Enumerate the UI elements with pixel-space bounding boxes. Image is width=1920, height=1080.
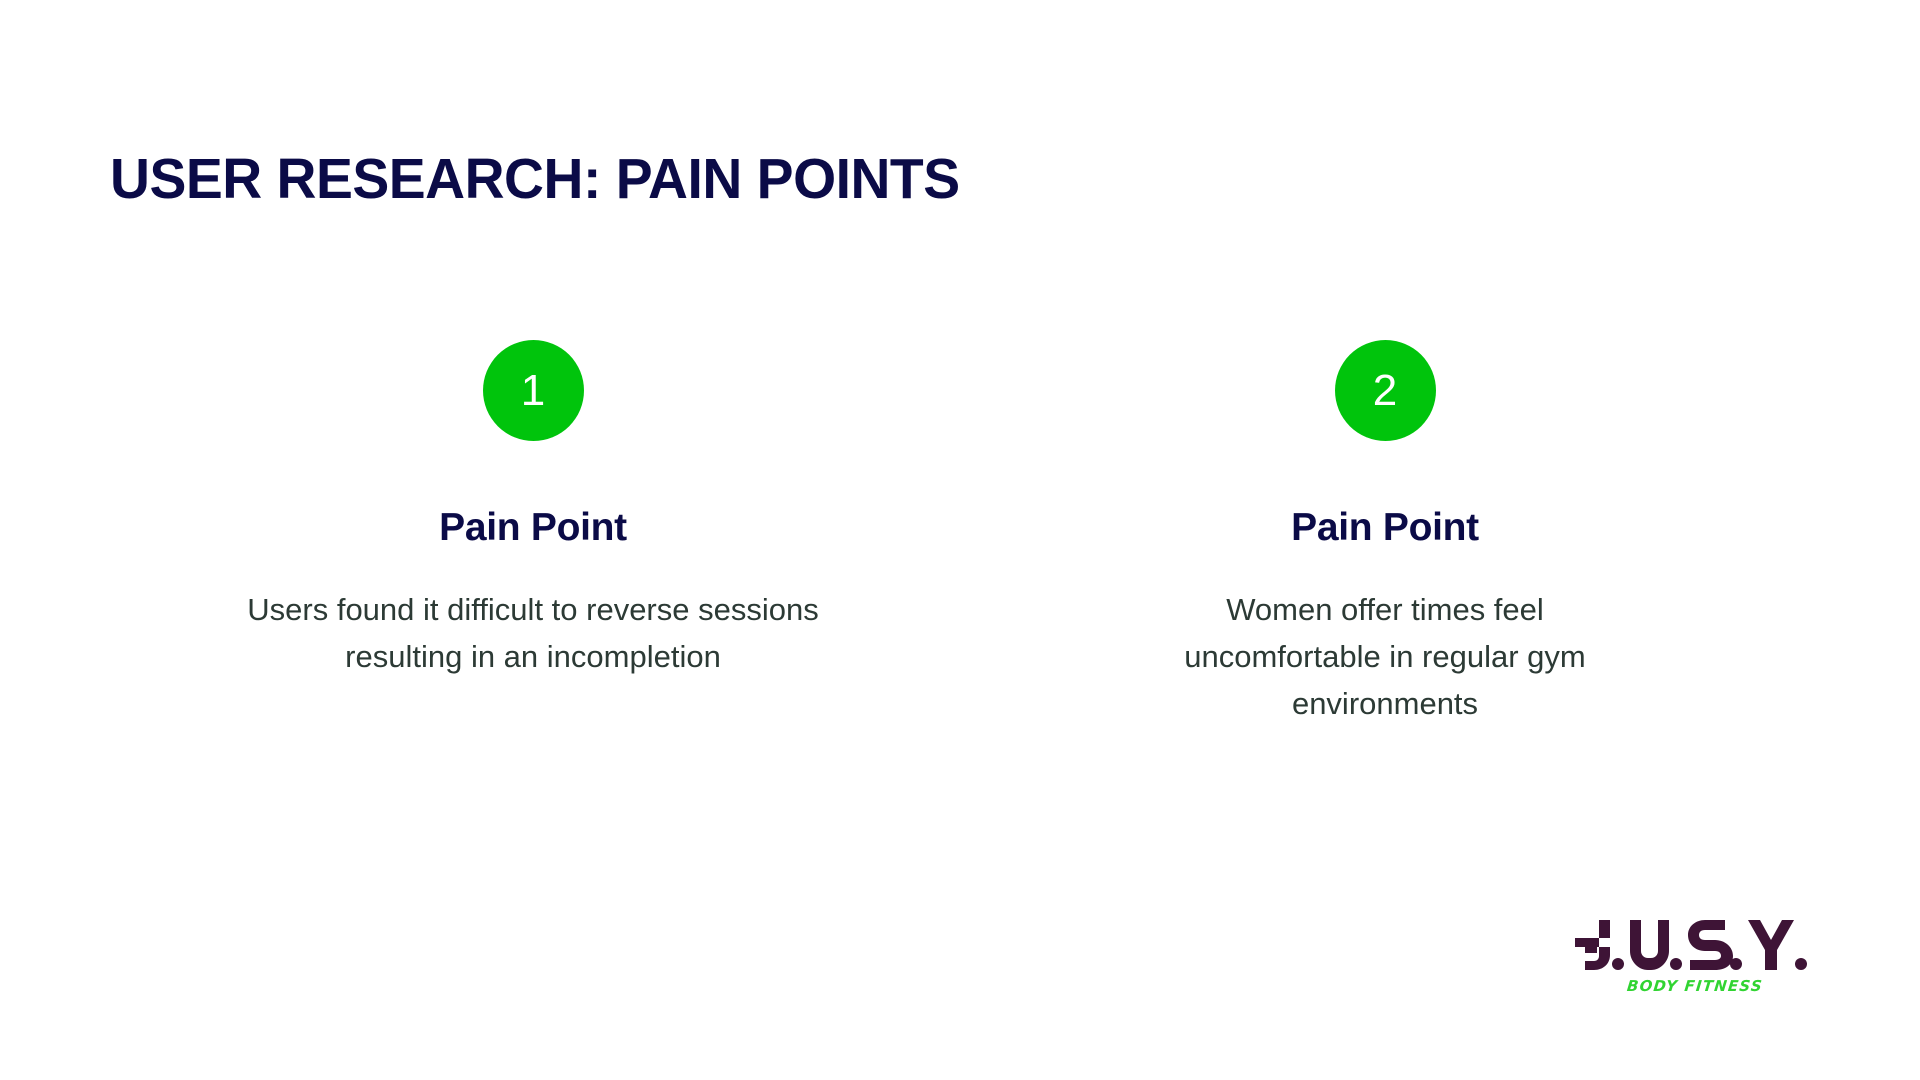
pain-points-row: 1 Pain Point Users found it difficult to… bbox=[0, 340, 1920, 727]
page-title: USER RESEARCH: PAIN POINTS bbox=[110, 147, 960, 212]
busy-wordmark-icon bbox=[1574, 920, 1807, 970]
pain-point-description-1: Users found it difficult to reverse sess… bbox=[247, 591, 819, 674]
badge-number-label: 2 bbox=[1372, 365, 1398, 415]
pain-point-heading-2: Pain Point bbox=[1291, 506, 1479, 549]
brand-logo: BODY FITNESS bbox=[1565, 918, 1825, 995]
brand-tagline: BODY FITNESS bbox=[1626, 977, 1764, 995]
pain-point-number-badge-1: 1 bbox=[482, 340, 584, 441]
pain-point-card-2: 2 Pain Point Women offer times feel unco… bbox=[1075, 340, 1695, 727]
badge-number-label: 1 bbox=[520, 365, 546, 415]
pain-point-number-badge-2: 2 bbox=[1334, 340, 1436, 441]
pain-point-heading-1: Pain Point bbox=[439, 506, 627, 549]
pain-point-description-2: Women offer times feel uncomfortable in … bbox=[1184, 591, 1586, 722]
pain-point-card-1: 1 Pain Point Users found it difficult to… bbox=[223, 340, 843, 727]
